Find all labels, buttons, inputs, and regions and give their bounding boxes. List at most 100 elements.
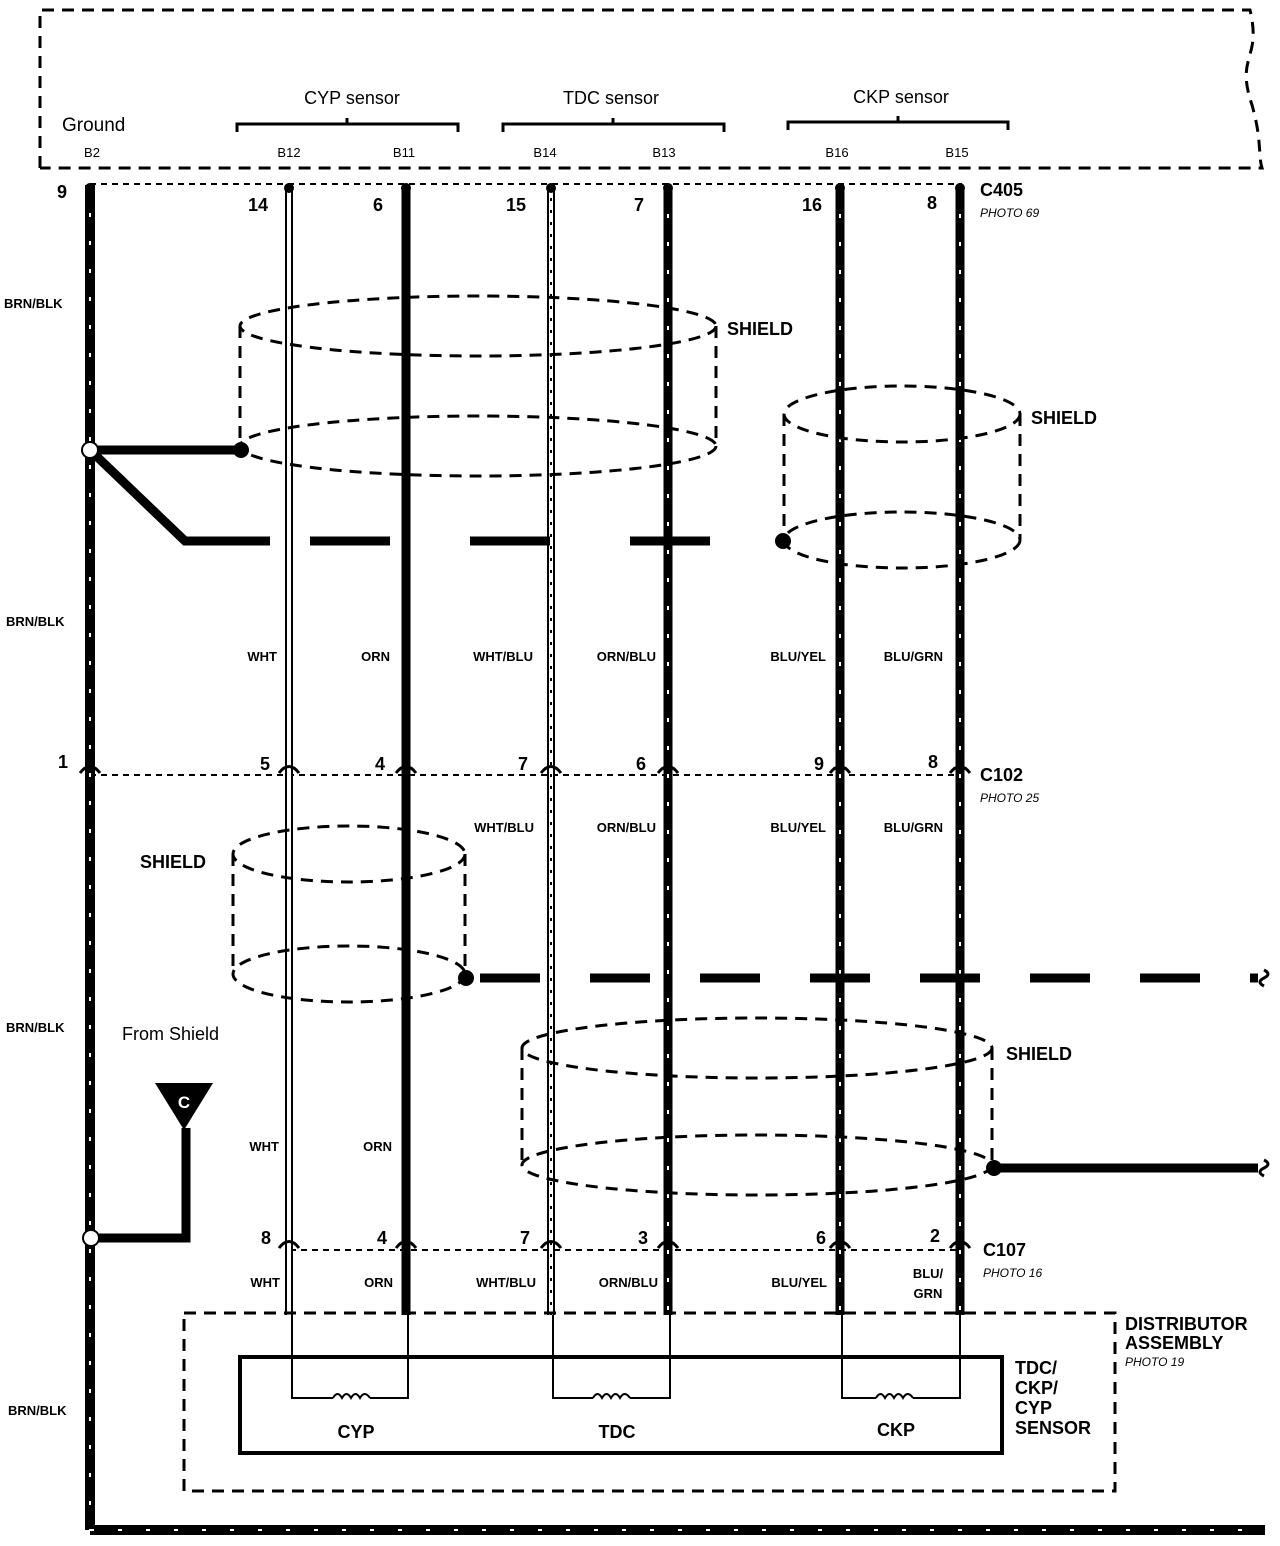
- middle-wire-color-labels: WHT/BLU ORN/BLU BLU/YEL BLU/GRN: [474, 820, 943, 835]
- pin-number: 1: [58, 752, 68, 772]
- pin-number: 6: [816, 1228, 826, 1248]
- ecm-box: [38, 8, 1265, 170]
- ground-wire: [85, 185, 1265, 1535]
- c107-pin-labels: 8 4 7 3 6 2: [261, 1226, 940, 1248]
- shield-cylinder: [520, 1016, 994, 1197]
- from-shield-symbol: [155, 1083, 213, 1130]
- coil-leads: [291, 1315, 961, 1399]
- shield-label: SHIELD: [140, 852, 206, 872]
- coil-label-ckp: CKP: [877, 1420, 915, 1440]
- shield-label: SHIELD: [1006, 1044, 1072, 1064]
- pin-number: 7: [518, 754, 528, 774]
- distributor-title-line: DISTRIBUTOR: [1125, 1314, 1248, 1334]
- sensor-title-line: CKP/: [1015, 1378, 1058, 1398]
- shield-drain-wires: [86, 445, 1258, 1243]
- break-symbols: [1258, 968, 1270, 1178]
- c405-pin-labels: 9 14 6 15 7 16 8: [57, 182, 937, 215]
- distributor-assembly-box: [182, 1311, 1117, 1493]
- pin-caps: [78, 765, 972, 1249]
- pin-number: 15: [506, 195, 526, 215]
- pin-number: 5: [260, 754, 270, 774]
- wire-color-label: ORN/BLU: [599, 1275, 658, 1290]
- tdc-sensor-group-label: TDC sensor: [563, 88, 659, 108]
- c107-photo-ref: PHOTO 16: [983, 1266, 1042, 1280]
- pin-number: 14: [248, 195, 268, 215]
- pin-markers: [85, 183, 965, 193]
- pin-number: 3: [638, 1228, 648, 1248]
- distributor-title-line: ASSEMBLY: [1125, 1333, 1223, 1353]
- sensor-title-line: SENSOR: [1015, 1418, 1091, 1438]
- ecm-terminal: B16: [825, 145, 848, 160]
- wire-color-label: WHT: [247, 649, 277, 664]
- coil-label-tdc: TDC: [599, 1422, 636, 1442]
- pin-number: 9: [57, 182, 67, 202]
- shield-cylinder: [782, 384, 1022, 570]
- from-shield-letter: C: [178, 1093, 190, 1112]
- wire-color-label: BLU/YEL: [771, 1275, 827, 1290]
- bottom-wire-color-labels: WHT ORN WHT/BLU ORN/BLU BLU/YEL BLU/ GRN: [250, 1266, 943, 1301]
- sensor-title-line: CYP: [1015, 1398, 1052, 1418]
- coil-icon: [332, 1393, 914, 1401]
- signal-wires: [285, 186, 965, 1315]
- ecm-terminal: B11: [393, 145, 415, 160]
- c102-photo-ref: PHOTO 25: [980, 791, 1039, 805]
- wire-color-label: ORN: [364, 1275, 393, 1290]
- upper-wire-color-labels: WHT ORN WHT/BLU ORN/BLU BLU/YEL BLU/GRN: [247, 649, 943, 664]
- cyp-sensor-group-label: CYP sensor: [304, 88, 400, 108]
- pin-number: 6: [373, 195, 383, 215]
- ecm-terminal: B12: [277, 145, 300, 160]
- shield-cylinder: [231, 824, 467, 1004]
- from-shield-label: From Shield: [122, 1024, 219, 1044]
- ecm-terminal: B15: [945, 145, 968, 160]
- pin-number: 7: [634, 195, 644, 215]
- pin-number: 8: [928, 752, 938, 772]
- wire-color-label: ORN/BLU: [597, 649, 656, 664]
- wire-color-label: WHT/BLU: [473, 649, 533, 664]
- sensor-box: [238, 1355, 1004, 1455]
- shield-label: SHIELD: [1031, 408, 1097, 428]
- wire-color-label: WHT: [250, 1275, 280, 1290]
- connector-lines: [90, 183, 962, 1251]
- shield-cylinder: [238, 294, 718, 478]
- wire-color-label: ORN: [361, 649, 390, 664]
- wire-color-label: BLU/YEL: [770, 649, 826, 664]
- c102-connector-name: C102: [980, 765, 1023, 785]
- c405-photo-ref: PHOTO 69: [980, 206, 1039, 220]
- wire-color-label: BRN/BLK: [6, 1020, 65, 1035]
- pin-number: 4: [377, 1228, 387, 1248]
- sensor-title-line: TDC/: [1015, 1358, 1057, 1378]
- wire-color-label: WHT: [249, 1139, 279, 1154]
- wire-color-label: GRN: [914, 1286, 943, 1301]
- pin-number: 2: [930, 1226, 940, 1246]
- wire-color-label: ORN/BLU: [597, 820, 656, 835]
- lower-wire-color-labels: WHT ORN: [249, 1139, 392, 1154]
- ground-wire-color-labels: BRN/BLK BRN/BLK BRN/BLK BRN/BLK: [4, 296, 67, 1418]
- wire-color-label: WHT/BLU: [474, 820, 534, 835]
- ground-label: Ground: [62, 115, 125, 136]
- wire-color-label: BLU/YEL: [770, 820, 826, 835]
- ecm-terminal-labels: B2 B12 B11 B14 B13 B16 B15: [84, 145, 969, 160]
- ecm-terminal: B13: [652, 145, 675, 160]
- pin-number: 4: [375, 754, 385, 774]
- ckp-sensor-group-label: CKP sensor: [853, 87, 949, 107]
- wire-color-label: BRN/BLK: [6, 614, 65, 629]
- pin-number: 8: [261, 1228, 271, 1248]
- c107-connector-name: C107: [983, 1240, 1026, 1260]
- ecm-terminal: B2: [84, 145, 100, 160]
- c405-connector-name: C405: [980, 180, 1023, 200]
- wire-color-label: ORN: [363, 1139, 392, 1154]
- ecm-brace-group: [235, 116, 1010, 132]
- shield-label: SHIELD: [727, 319, 793, 339]
- wire-color-label: BRN/BLK: [4, 296, 63, 311]
- c102-pin-labels: 1 5 4 7 6 9 8: [58, 752, 938, 774]
- distributor-photo-ref: PHOTO 19: [1125, 1355, 1184, 1369]
- wire-color-label: BRN/BLK: [8, 1403, 67, 1418]
- splice-dots: [81, 441, 1002, 1247]
- wire-color-label: BLU/: [913, 1266, 944, 1281]
- ecm-terminal: B14: [533, 145, 556, 160]
- pin-number: 6: [636, 754, 646, 774]
- pin-number: 16: [802, 195, 822, 215]
- wire-color-label: WHT/BLU: [476, 1275, 536, 1290]
